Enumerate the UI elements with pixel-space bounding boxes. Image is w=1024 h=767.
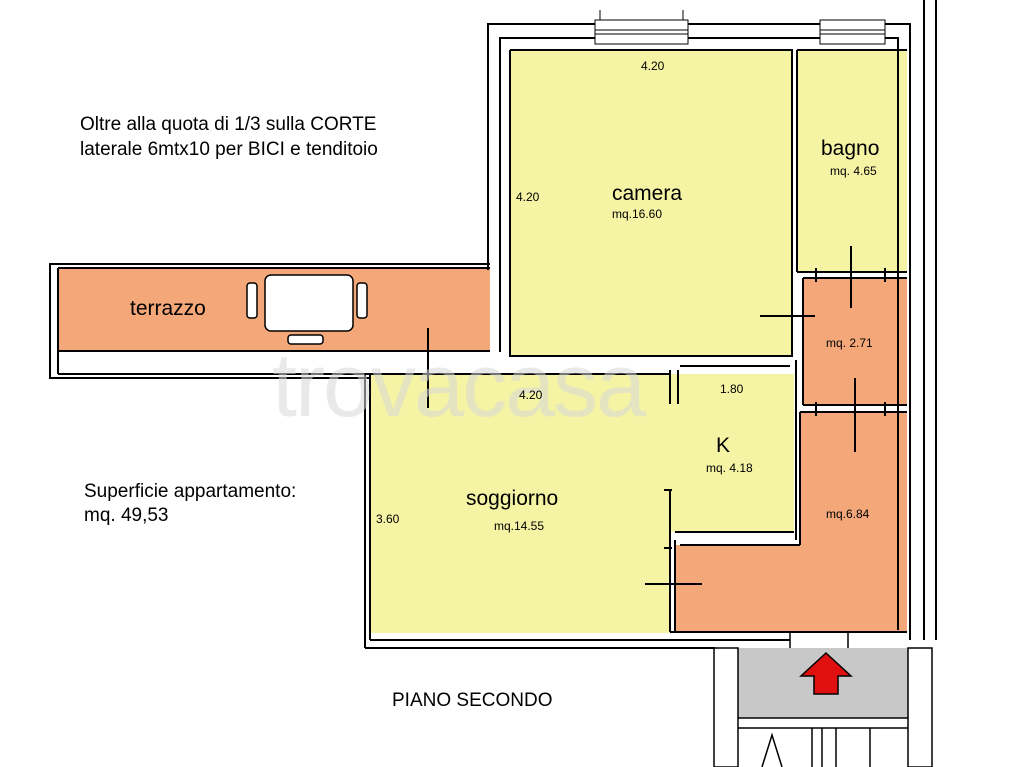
- entry-arrow-icon: [799, 651, 853, 695]
- dim-camera-depth: 4.20: [516, 190, 540, 204]
- soggiorno-label: soggiorno: [466, 487, 558, 510]
- dim-soggiorno-width: 4.20: [519, 388, 543, 402]
- door-icon: [427, 246, 886, 585]
- stairs-icon: [713, 632, 933, 767]
- cucina-fill: [670, 374, 794, 532]
- ingresso-area: mq.6.84: [826, 507, 870, 521]
- bagno-fill: [797, 50, 907, 272]
- table-icon: [246, 274, 368, 345]
- terrazzo-walls: [49, 263, 490, 379]
- disimpegno-area: mq. 2.71: [826, 336, 873, 350]
- dim-camera-width: 4.20: [641, 59, 665, 73]
- cucina-label: K: [716, 434, 730, 457]
- camera-fill: [510, 50, 792, 356]
- dim-kitchen-width: 1.80: [720, 382, 744, 396]
- soggiorno-area: mq.14.55: [494, 519, 544, 533]
- terrazzo-ledge: [58, 351, 490, 375]
- terrazzo-label: terrazzo: [130, 297, 206, 320]
- camera-label: camera: [612, 182, 682, 205]
- surface-label: Superficie appartamento:: [84, 481, 297, 502]
- window-bagno: [819, 19, 886, 45]
- interior-walls: [370, 49, 907, 633]
- cucina-area: mq. 4.18: [706, 461, 753, 475]
- ingresso-fill: [675, 412, 907, 632]
- soggiorno-fill: [370, 374, 670, 633]
- camera-area: mq.16.60: [612, 207, 662, 221]
- bagno-label: bagno: [821, 137, 879, 160]
- dim-soggiorno-depth: 3.60: [376, 512, 400, 526]
- window-camera: [594, 10, 689, 45]
- outer-walls: [364, 0, 937, 649]
- corte-note-line2: laterale 6mtx10 per BICI e tenditoio: [80, 139, 378, 160]
- watermark: trovacasa: [272, 336, 647, 436]
- bagno-area: mq. 4.65: [830, 164, 877, 178]
- surface-value: mq. 49,53: [84, 505, 169, 526]
- corte-note-line1: Oltre alla quota di 1/3 sulla CORTE: [80, 114, 377, 135]
- floor-label: PIANO SECONDO: [392, 690, 553, 711]
